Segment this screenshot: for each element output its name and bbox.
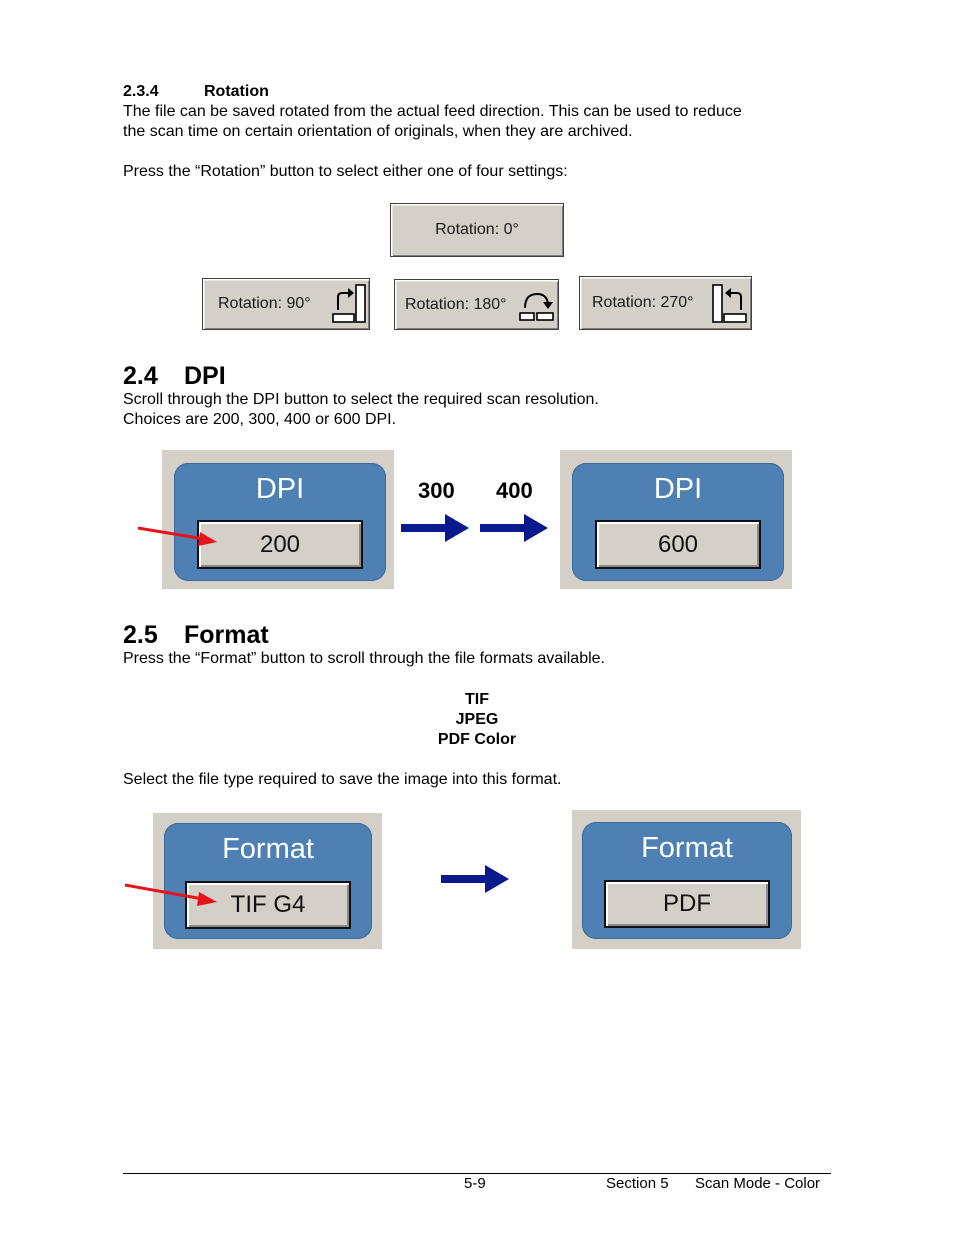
rotation-180-button[interactable]: Rotation: 180°	[394, 279, 559, 330]
rotation-paragraph-line-2: the scan time on certain orientation of …	[123, 123, 633, 140]
rotate-270-icon	[712, 284, 747, 323]
dpi-description-line-2: Choices are 200, 300, 400 or 600 DPI.	[123, 411, 397, 428]
rotation-90-label: Rotation: 90°	[218, 295, 311, 312]
dpi-panel-title: DPI	[653, 473, 703, 505]
rotation-0-label: Rotation: 0°	[435, 221, 519, 238]
right-arrow-icon	[441, 865, 509, 893]
section-title: DPI	[184, 362, 226, 390]
rotate-90-icon	[332, 284, 366, 323]
section-title: Format	[184, 621, 269, 649]
dpi-button[interactable]: 600	[595, 520, 761, 569]
format-panel-title: Format	[222, 833, 314, 865]
right-arrow-icon	[480, 514, 548, 542]
rotation-paragraph: The file can be saved rotated from the a…	[123, 102, 742, 142]
format-option: PDF Color	[437, 731, 517, 748]
subsection-number: 2.3.4	[123, 83, 159, 100]
rotate-180-icon	[519, 292, 554, 321]
rotation-270-button[interactable]: Rotation: 270°	[579, 276, 752, 330]
subsection-heading-rotation: 2.3.4 Rotation	[123, 83, 269, 101]
format-description: Press the “Format” button to scroll thro…	[123, 650, 605, 667]
footer-section: Section 5	[606, 1175, 669, 1192]
dpi-button[interactable]: 200	[197, 520, 363, 569]
rotation-paragraph-line-1: The file can be saved rotated from the a…	[123, 103, 742, 120]
format-panel-start: Format TIF G4	[153, 813, 382, 949]
format-options-list: TIF JPEG PDF Color	[0, 690, 954, 750]
format-button[interactable]: TIF G4	[185, 881, 351, 929]
red-pointer-arrow-icon	[124, 883, 217, 906]
format-option: TIF	[465, 691, 489, 708]
format-panel-end: Format PDF	[572, 810, 801, 949]
section-number: 2.4	[123, 362, 158, 390]
format-option: JPEG	[455, 711, 499, 728]
right-arrow-icon	[401, 514, 469, 542]
dpi-description-line-1: Scroll through the DPI button to select …	[123, 391, 599, 408]
rotation-270-label: Rotation: 270°	[592, 294, 694, 311]
dpi-panel-end: DPI 600	[560, 450, 792, 589]
dpi-description: Scroll through the DPI button to select …	[123, 390, 599, 430]
dpi-step-label-1: 300	[418, 478, 455, 503]
red-pointer-arrow-icon	[137, 526, 217, 546]
rotation-90-button[interactable]: Rotation: 90°	[202, 278, 370, 330]
dpi-panel-start: DPI 200	[162, 450, 394, 589]
footer-chapter: Scan Mode - Color	[695, 1175, 821, 1192]
rotation-instruction: Press the “Rotation” button to select ei…	[123, 163, 568, 180]
format-instruction: Select the file type required to save th…	[123, 771, 562, 788]
footer-divider	[123, 1173, 831, 1174]
format-panel-title: Format	[641, 832, 733, 864]
rotation-180-label: Rotation: 180°	[405, 295, 507, 313]
dpi-panel-title: DPI	[255, 473, 305, 505]
footer-page-number: 5-9	[464, 1175, 486, 1192]
dpi-step-label-2: 400	[496, 478, 533, 503]
section-heading-dpi: 2.4 DPI	[123, 361, 226, 391]
section-number: 2.5	[123, 621, 158, 649]
subsection-title: Rotation	[204, 83, 269, 100]
section-heading-format: 2.5 Format	[123, 620, 269, 650]
format-button[interactable]: PDF	[604, 880, 770, 928]
rotation-0-button[interactable]: Rotation: 0°	[390, 203, 564, 257]
